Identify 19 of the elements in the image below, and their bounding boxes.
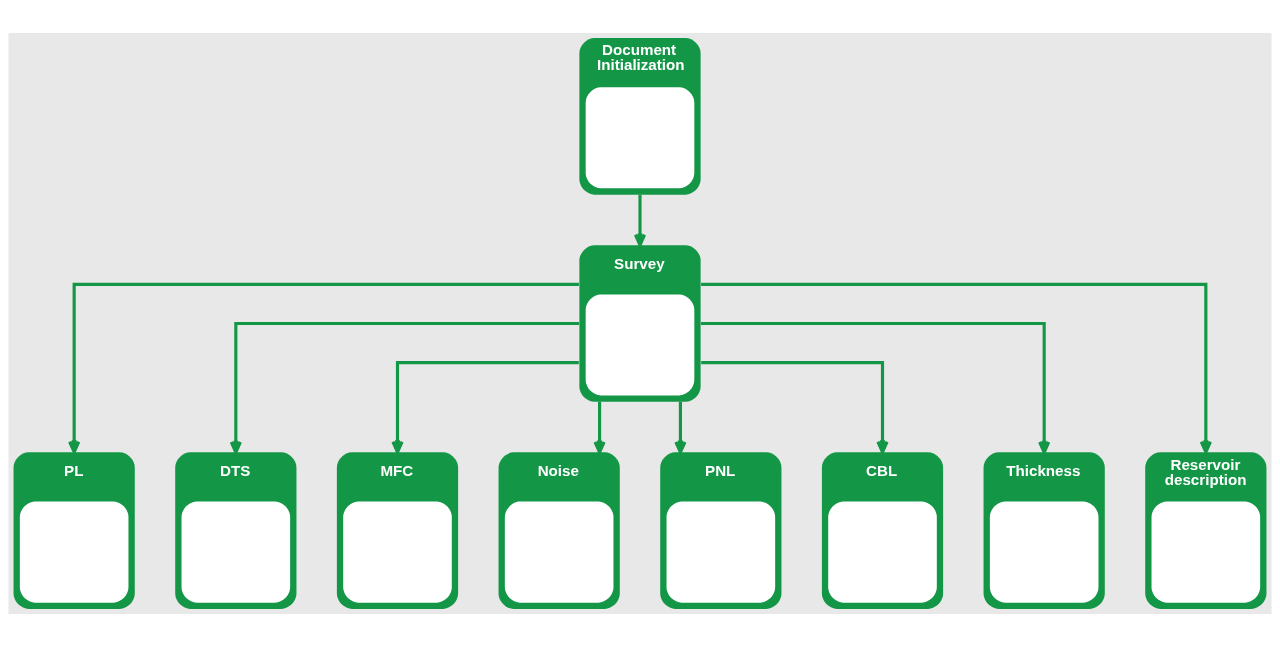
node-box: DTS bbox=[175, 451, 297, 609]
arrow bbox=[391, 360, 579, 454]
node-box: MFC bbox=[336, 451, 459, 609]
arrow bbox=[674, 401, 687, 454]
node-box: CBL bbox=[821, 451, 944, 609]
arrow bbox=[700, 321, 1051, 454]
arrow bbox=[701, 360, 889, 454]
node-box: Thickness bbox=[983, 451, 1105, 609]
arrow bbox=[593, 401, 606, 454]
node-box: Reservoir description bbox=[1145, 451, 1267, 609]
node-box: PNL bbox=[660, 451, 782, 609]
arrow bbox=[633, 194, 647, 247]
arrow bbox=[229, 321, 580, 454]
node-box: Document Initialization bbox=[579, 37, 701, 195]
arrow bbox=[701, 282, 1212, 454]
node-box: Survey bbox=[579, 244, 701, 402]
arrow bbox=[68, 282, 579, 454]
node-box: Noise bbox=[498, 451, 620, 609]
node-box: PL bbox=[13, 451, 135, 609]
